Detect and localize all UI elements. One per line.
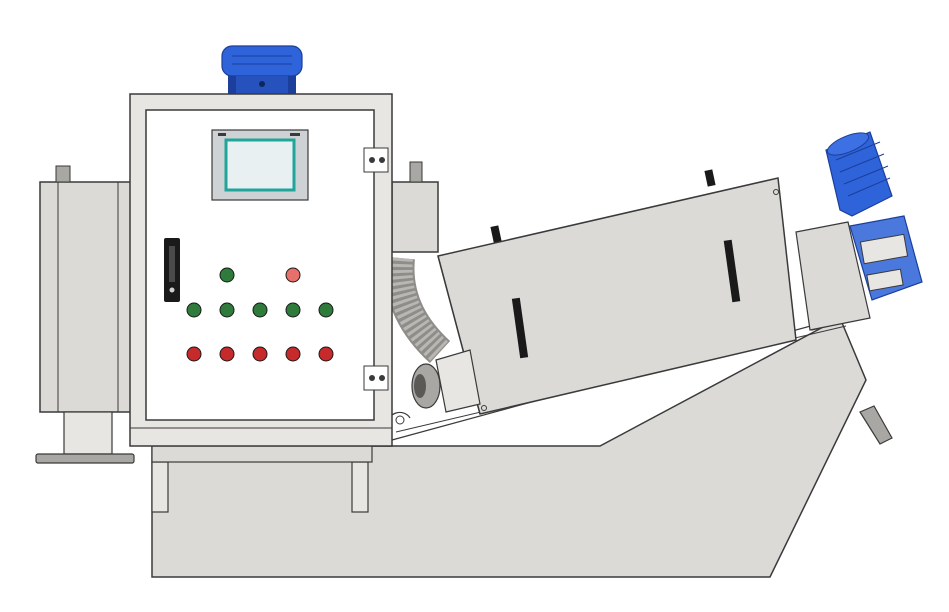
red-push-button-2[interactable] (219, 346, 235, 362)
flocculation-tank (39, 181, 136, 413)
outlet-flange (35, 453, 135, 464)
start-button-row (186, 302, 334, 318)
door-handle-icon[interactable] (164, 238, 180, 302)
status-lamp-icon (285, 267, 301, 283)
green-push-button-4[interactable] (285, 302, 301, 318)
red-push-button-3[interactable] (252, 346, 268, 362)
hinge-icon (363, 147, 389, 173)
base-leg-left (151, 461, 169, 513)
housing-handle-right (723, 239, 741, 303)
housing-handle-left (511, 297, 529, 359)
base-leg-right (351, 461, 369, 513)
hinge-icon (363, 365, 389, 391)
stop-button-row (186, 346, 334, 362)
hmi-touchscreen[interactable] (211, 129, 309, 201)
green-push-button-3[interactable] (252, 302, 268, 318)
mixing-box (391, 181, 439, 253)
outlet-pipe (63, 411, 113, 455)
base-tank (151, 316, 867, 578)
red-push-button-1[interactable] (186, 346, 202, 362)
green-push-button-1[interactable] (186, 302, 202, 318)
red-push-button-5[interactable] (318, 346, 334, 362)
status-lamp-icon (219, 267, 235, 283)
green-push-button-5[interactable] (318, 302, 334, 318)
discharge-chute (859, 405, 893, 445)
electric-motor-icon (221, 45, 303, 96)
green-push-button-2[interactable] (219, 302, 235, 318)
red-push-button-4[interactable] (285, 346, 301, 362)
gear-motor-icon (825, 131, 923, 301)
